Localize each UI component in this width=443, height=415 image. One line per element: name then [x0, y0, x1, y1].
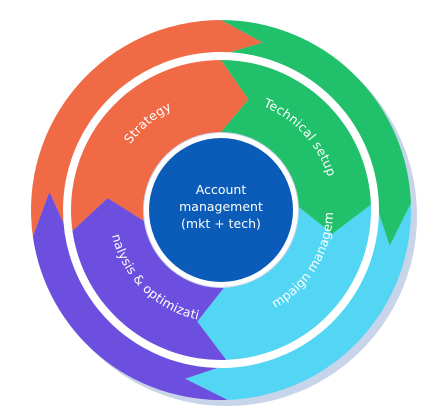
segment-strategy[interactable] — [70, 60, 249, 231]
segment-campaign-management[interactable] — [197, 204, 372, 360]
inner-ring — [70, 60, 372, 361]
segment-strategy-outer — [31, 20, 263, 237]
segment-analysis-optimization[interactable] — [72, 198, 227, 361]
segment-technical-setup[interactable] — [221, 60, 371, 234]
center-label-line-3: (mkt + tech) — [181, 216, 261, 231]
outer-ring — [31, 20, 411, 400]
segment-technical-setup-outer — [221, 20, 411, 246]
ring-divider — [63, 52, 379, 368]
center-label-line-1: Account — [196, 182, 247, 197]
center-label-line-2: management — [179, 199, 263, 214]
segment-analysis-optimization-outer — [32, 191, 228, 400]
segment-campaign-management-outer — [185, 203, 411, 400]
center-hub[interactable] — [149, 138, 293, 282]
